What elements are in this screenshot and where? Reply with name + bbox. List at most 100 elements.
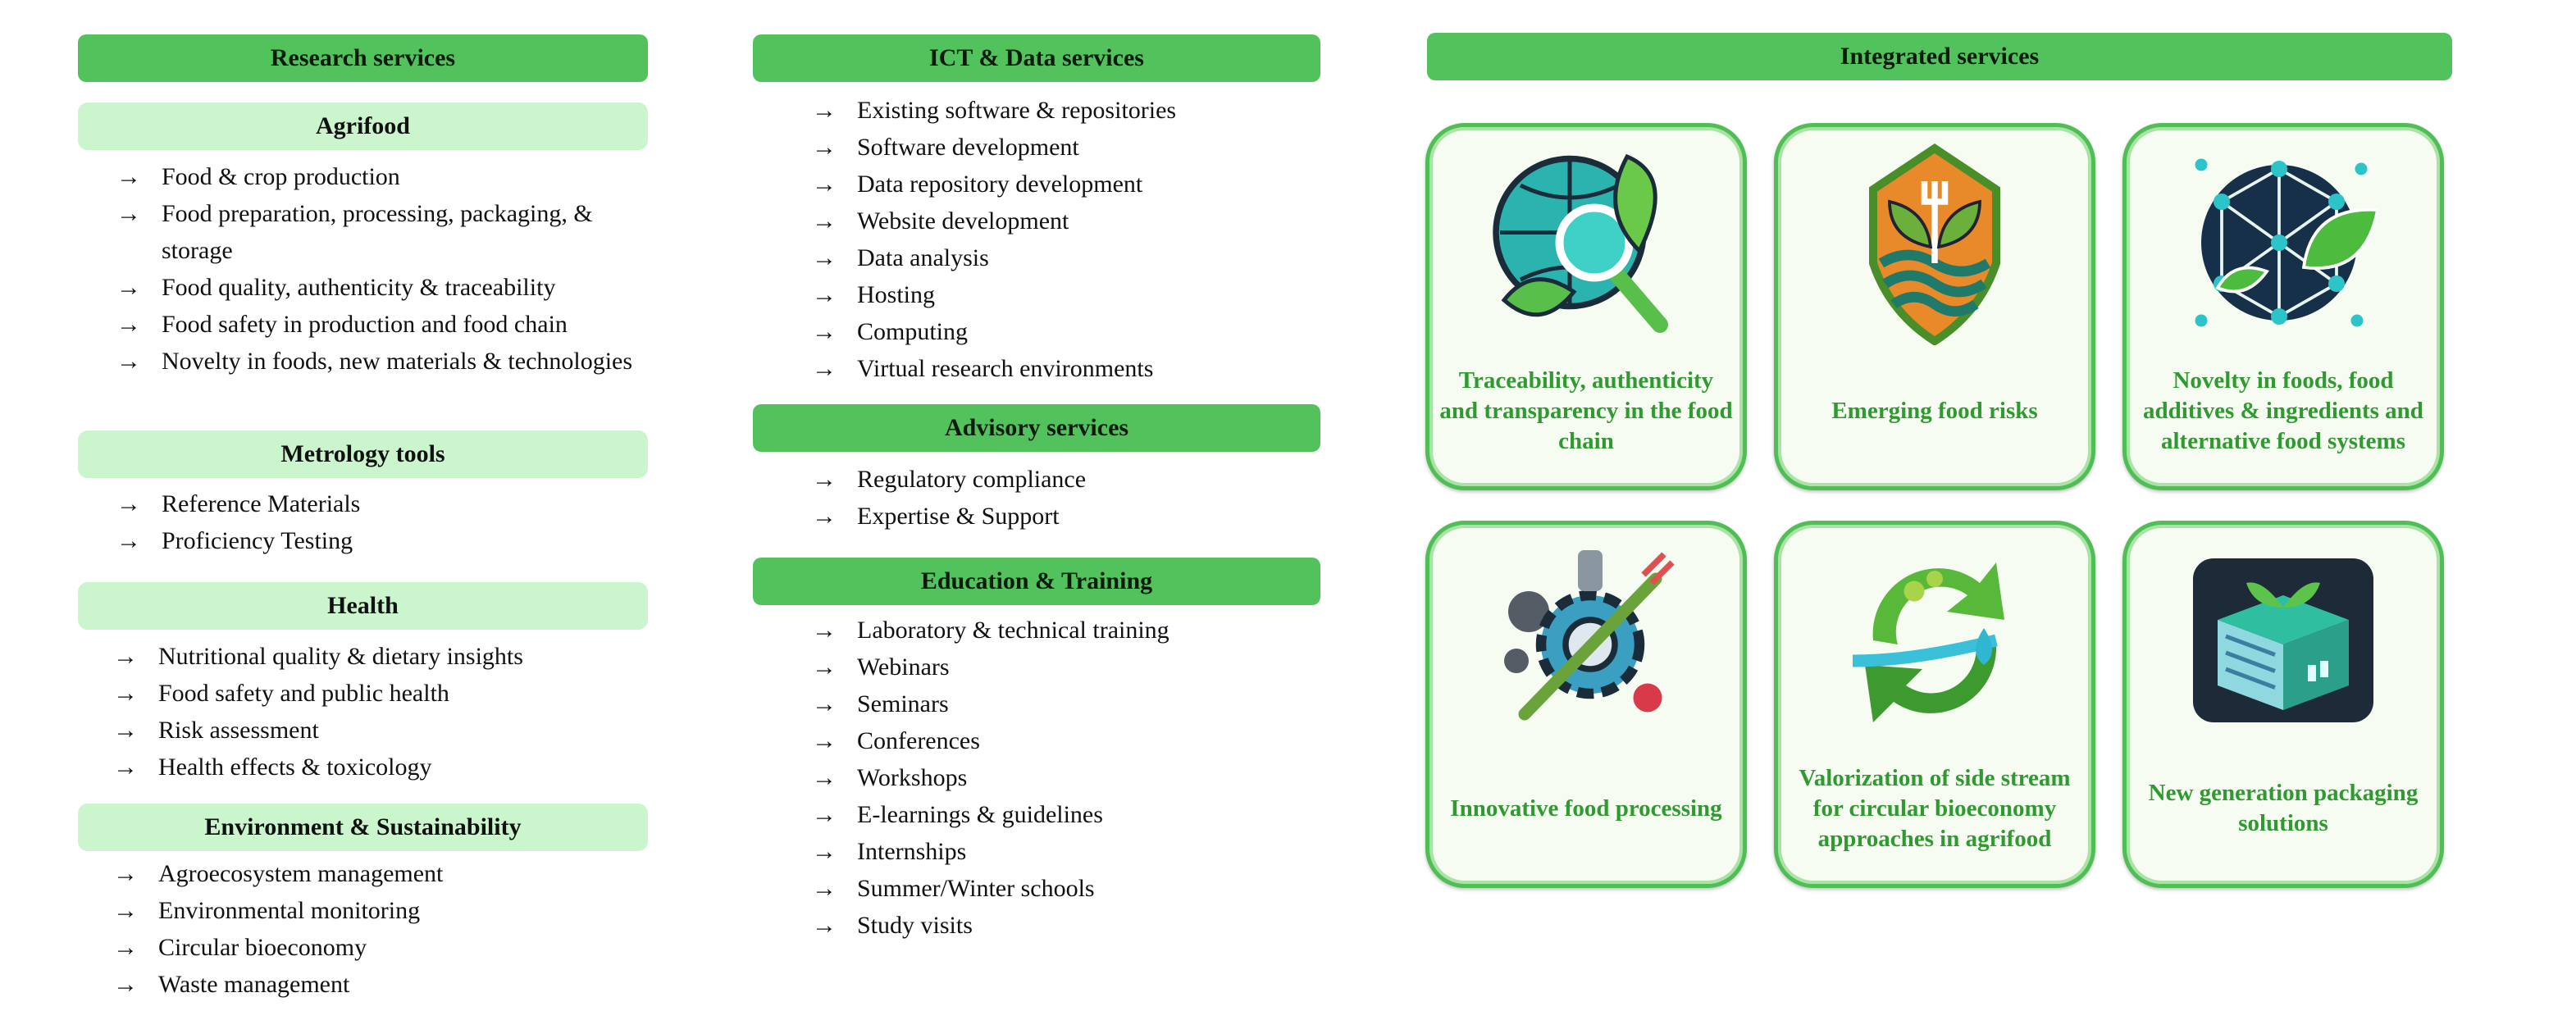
list-item: →Webinars xyxy=(812,649,1320,685)
list-item: →Seminars xyxy=(812,685,1320,722)
research-services-header: Research services xyxy=(78,34,648,82)
metrology-header: Metrology tools xyxy=(78,430,648,478)
list-item: →Workshops xyxy=(812,759,1320,796)
metrology-list: →Reference Materials→Proficiency Testing xyxy=(116,485,641,559)
environment-header: Environment & Sustainability xyxy=(78,804,648,851)
list-item-text: Regulatory compliance xyxy=(857,466,1087,493)
list-item: → Hosting xyxy=(812,276,1320,313)
advisory-header: Advisory services xyxy=(753,404,1320,452)
list-item-text: E-learnings & guidelines xyxy=(857,801,1103,828)
card-label: Innovative food processing xyxy=(1450,795,1722,822)
list-item-text: Workshops xyxy=(857,764,968,791)
list-item: → Data analysis xyxy=(812,239,1320,276)
list-item: →Proficiency Testing xyxy=(116,522,641,559)
list-item: → Health effects & toxicology xyxy=(113,749,646,785)
list-item-text: Existing software & repositories xyxy=(857,97,1177,124)
card-label: Emerging food risks xyxy=(1831,397,2038,424)
list-item-text: Expertise & Support xyxy=(857,503,1060,530)
list-item: →Internships xyxy=(812,833,1320,870)
list-item: → Expertise & Support xyxy=(812,498,1320,535)
list-item: → Food quality, authenticity & traceabili… xyxy=(116,269,641,306)
arrow-icon: → xyxy=(113,680,138,707)
arrow-icon: → xyxy=(812,97,837,124)
list-item: →Website development xyxy=(812,203,1320,239)
list-item-text: Novelty in foods, new materials & techno… xyxy=(162,348,633,375)
arrow-icon: → xyxy=(116,490,141,517)
globe-magnifier-leaf-icon xyxy=(1493,153,1668,333)
list-item: →Food safety in production and food chai… xyxy=(116,306,641,343)
environment-list: →Agroecosystem management→Environmental … xyxy=(113,855,646,1003)
package-box-icon xyxy=(2193,558,2373,722)
list-item-text: Internships xyxy=(857,838,967,865)
arrow-icon: → xyxy=(113,717,138,744)
arrow-icon: → xyxy=(812,503,837,530)
list-item: → Food preparation, processing, packaging… xyxy=(116,195,641,269)
arrow-icon: → xyxy=(113,897,138,924)
list-item-text: Circular bioeconomy xyxy=(158,934,367,961)
agrifood-list: →Food & crop production → Food preparation… xyxy=(116,158,641,380)
list-item-text: Computing xyxy=(857,318,969,345)
list-item: →Regulatory compliance xyxy=(812,461,1320,498)
list-item: →Data repository development xyxy=(812,166,1320,203)
arrow-icon: → xyxy=(812,912,837,939)
arrow-icon: → xyxy=(113,971,138,998)
list-item: →Agroecosystem management xyxy=(113,855,646,892)
list-item: → Circular bioeconomy xyxy=(113,929,646,966)
list-item-text: Hosting xyxy=(857,281,936,308)
list-item-text: Risk assessment xyxy=(158,717,319,744)
card-food-processing: Innovative food processing xyxy=(1425,521,1747,888)
list-item: → Software development xyxy=(812,129,1320,166)
list-item: →Computing xyxy=(812,313,1320,350)
arrow-icon: → xyxy=(812,207,837,235)
arrow-icon: → xyxy=(812,171,837,198)
advisory-list: →Regulatory compliance → Expertise & Suppo… xyxy=(812,461,1320,535)
arrow-icon: → xyxy=(812,134,837,161)
arrow-icon: → xyxy=(113,754,138,781)
list-item-text: Summer/Winter schools xyxy=(857,875,1095,902)
arrow-icon: → xyxy=(812,653,837,681)
list-item-text: Health effects & toxicology xyxy=(158,754,432,781)
integrated-services-header: Integrated services xyxy=(1427,33,2452,80)
list-item: → Environmental monitoring xyxy=(113,892,646,929)
health-header: Health xyxy=(78,582,648,630)
list-item-text: Software development xyxy=(857,134,1079,161)
arrow-icon: → xyxy=(113,643,138,670)
recycle-leaf-icon xyxy=(1852,562,2004,722)
arrow-icon: → xyxy=(812,355,837,382)
arrow-icon: → xyxy=(812,244,837,271)
list-item: → Laboratory & technical training xyxy=(812,612,1320,649)
list-item-text: Data analysis xyxy=(857,244,989,271)
agrifood-header: Agrifood xyxy=(78,102,648,150)
card-label: Traceability, authenticity and transpare… xyxy=(1439,367,1733,454)
list-item-text: Nutritional quality & dietary insights xyxy=(158,643,523,670)
ict-list: → Existing software & repositories → Softwa… xyxy=(812,92,1320,387)
list-item: → Nutritional quality & dietary insights xyxy=(113,638,646,675)
list-item: →Conferences xyxy=(812,722,1320,759)
arrow-icon: → xyxy=(116,274,141,301)
arrow-icon: → xyxy=(812,875,837,902)
list-item: →Food & crop production xyxy=(116,158,641,195)
arrow-icon: → xyxy=(116,200,141,227)
arrow-icon: → xyxy=(113,934,138,961)
list-item-text: Food quality, authenticity & traceabilit… xyxy=(162,274,556,301)
list-item: →Waste management xyxy=(113,966,646,1003)
card-traceability: Traceability, authenticity and transpare… xyxy=(1425,123,1747,490)
list-item-text: Laboratory & technical training xyxy=(857,617,1169,644)
list-item-text: Environmental monitoring xyxy=(158,897,421,924)
health-list: →Nutritional quality & dietary insights→… xyxy=(113,638,646,785)
list-item-text: Virtual research environments xyxy=(857,355,1154,382)
list-item: →E-learnings & guidelines xyxy=(812,796,1320,833)
card-emerging-risks: Emerging food risks xyxy=(1774,123,2095,490)
card-label: New generation packaging solutions xyxy=(2148,780,2419,836)
arrow-icon: → xyxy=(812,617,837,644)
list-item-text: Study visits xyxy=(857,912,973,939)
list-item: → Study visits xyxy=(812,907,1320,944)
list-item-text: Food preparation, processing, packaging,… xyxy=(162,200,593,264)
arrow-icon: → xyxy=(812,281,837,308)
list-item: → Risk assessment xyxy=(113,712,646,749)
education-list: → Laboratory & technical training →Webinar… xyxy=(812,612,1320,944)
arrow-icon: → xyxy=(116,348,141,375)
list-item-text: Agroecosystem management xyxy=(158,860,444,887)
arrow-icon: → xyxy=(116,527,141,554)
